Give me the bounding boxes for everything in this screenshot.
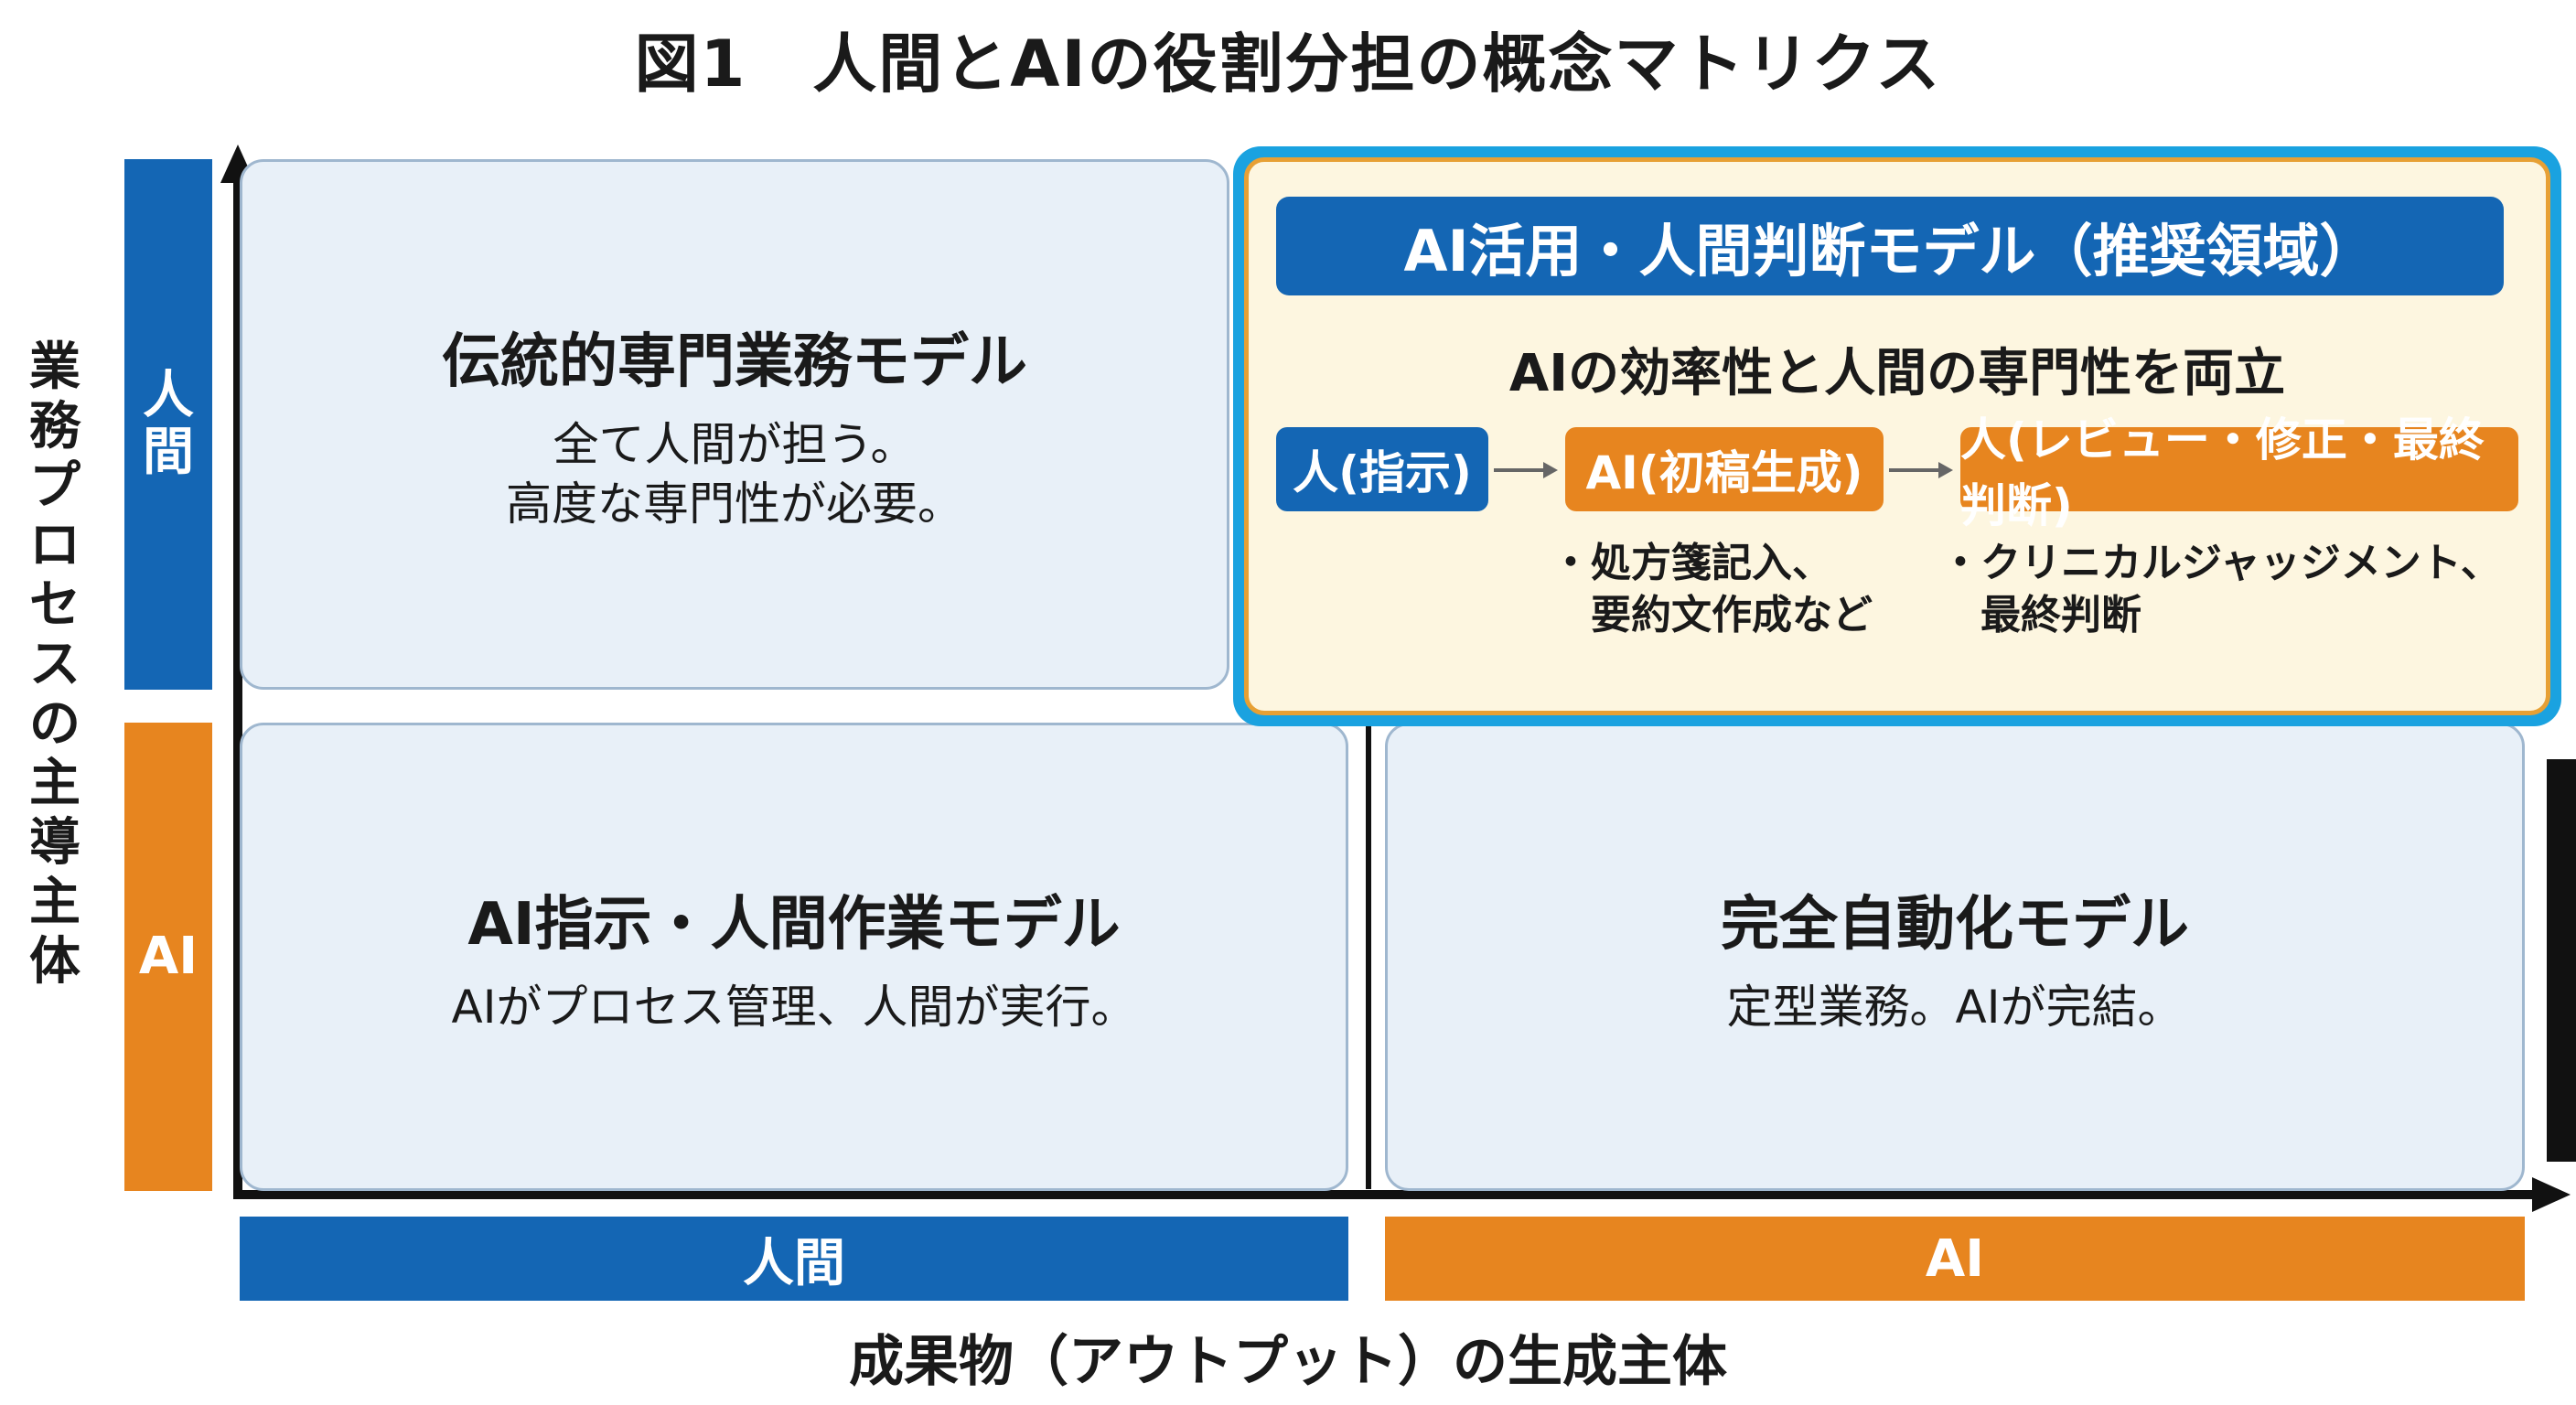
- y-axis-title-char: ス: [29, 634, 80, 694]
- y-band-human-char: 間: [143, 423, 194, 482]
- flow-step-human-review: 人(レビュー・修正・最終判断): [1960, 413, 2518, 532]
- flow-arrow-icon: [1494, 462, 1558, 478]
- quadrant-top-right-recommended: AI活用・人間判断モデル（推奨領域） AIの効率性と人間の専門性を両立 人(指示…: [1233, 146, 2561, 726]
- x-axis-title: 成果物（アウトプット）の生成主体: [849, 1330, 1727, 1394]
- flow-step-human-instruct: 人(指示): [1276, 427, 1488, 511]
- flow-note-human: ・クリニカルジャッジメント、 最終判断: [1940, 537, 2501, 641]
- x-axis-arrowhead: [2532, 1177, 2571, 1212]
- quadrant-line: AIがプロセス管理、人間が実行。: [451, 980, 1137, 1034]
- y-axis-title-char: 主: [29, 872, 80, 932]
- figure-title: 図1 人間とAIの役割分担の概念マトリクス: [634, 27, 1942, 102]
- flow-arrow-icon: [1889, 462, 1953, 478]
- y-axis-title-char: 主: [29, 753, 80, 813]
- flow-note-line: ・処方箋記入、: [1551, 540, 1832, 586]
- y-axis-title-char: ロ: [29, 515, 80, 575]
- quadrant-line: 高度な専門性が必要。: [506, 477, 963, 531]
- quadrant-description: 全て人間が担う。 高度な専門性が必要。: [506, 415, 963, 534]
- quadrant-title: AI指示・人間作業モデル: [467, 890, 1121, 959]
- y-axis-title-char: プ: [29, 456, 80, 516]
- quadrant-line: 定型業務。AIが完結。: [1726, 980, 2184, 1034]
- quadrant-description: AIがプロセス管理、人間が実行。: [452, 978, 1137, 1037]
- y-band-human: 人 間: [124, 159, 212, 690]
- x-band-ai: AI: [1385, 1217, 2525, 1301]
- quadrant-top-left: 伝統的専門業務モデル 全て人間が担う。 高度な専門性が必要。: [240, 159, 1229, 690]
- y-axis-title-char: セ: [29, 574, 80, 635]
- y-axis-title-char: の: [29, 693, 80, 754]
- quadrant-bottom-left: AI指示・人間作業モデル AIがプロセス管理、人間が実行。: [240, 723, 1348, 1191]
- y-axis-title-char: 務: [29, 396, 80, 456]
- y-axis-title-char: 導: [29, 812, 80, 873]
- y-axis-title-char: 業: [29, 338, 80, 397]
- quadrant-title: 完全自動化モデル: [1721, 890, 2189, 959]
- quadrant-description: 定型業務。AIが完結。: [1727, 978, 2184, 1037]
- flow-note-line: 最終判断: [1940, 592, 2141, 639]
- flow-note-line: ・クリニカルジャッジメント、: [1940, 540, 2501, 586]
- y-axis-title-char: 体: [29, 931, 80, 992]
- y-band-human-char: 人: [143, 366, 194, 426]
- recommended-subtitle: AIの効率性と人間の専門性を両立: [1508, 344, 2286, 403]
- flow-step-ai-draft: AI(初稿生成): [1565, 427, 1884, 511]
- quadrant-line: 全て人間が担う。: [553, 418, 917, 471]
- y-axis-title: 業 務 プ ロ セ ス の 主 導 主 体: [22, 338, 88, 992]
- flow-note-line: 要約文作成など: [1551, 592, 1873, 639]
- quadrant-title: 伝統的専門業務モデル: [442, 328, 1027, 396]
- right-edge-bar: [2547, 759, 2576, 1162]
- quadrant-bottom-right: 完全自動化モデル 定型業務。AIが完結。: [1385, 723, 2525, 1191]
- flow-note-ai: ・処方箋記入、 要約文作成など: [1551, 537, 1873, 641]
- y-band-ai-label: AI: [138, 927, 199, 987]
- recommended-title: AI活用・人間判断モデル（推奨領域）: [1276, 197, 2504, 295]
- y-band-ai: AI: [124, 723, 212, 1191]
- recommended-panel: AI活用・人間判断モデル（推奨領域） AIの効率性と人間の専門性を両立 人(指示…: [1244, 157, 2550, 715]
- x-band-human: 人間: [240, 1217, 1348, 1301]
